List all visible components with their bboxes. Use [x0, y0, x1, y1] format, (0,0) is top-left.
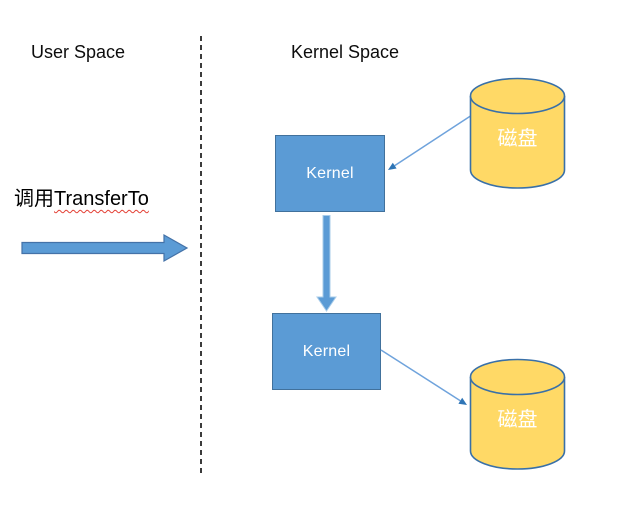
kernel-space-label: Kernel Space — [291, 42, 400, 62]
kernel-to-kernel-arrow-shape — [316, 215, 337, 312]
kernel-box-top: Kernel — [275, 135, 385, 212]
call-caption-prefix: 调用 — [14, 188, 54, 210]
disk-to-kernel-arrow-line — [394, 114, 473, 167]
kernel-box-top-label: Kernel — [306, 164, 354, 182]
kernel-to-kernel-arrow — [316, 215, 337, 312]
disk-cylinder-top-cap — [469, 77, 566, 115]
kernel-box-bottom: Kernel — [272, 313, 381, 390]
user-space-label: User Space — [31, 42, 126, 62]
disk-cylinder-bottom-label: 磁盘 — [498, 408, 538, 431]
call-caption-term: TransferTo — [54, 188, 149, 210]
disk-cylinder-top-label: 磁盘 — [498, 127, 538, 150]
disk-cylinder-bottom-body — [469, 377, 566, 470]
call-caption: 调用TransferTo — [14, 182, 149, 211]
kernel-to-disk-arrow-head — [458, 397, 467, 405]
kernel-box-bottom-label: Kernel — [302, 342, 351, 360]
disk-cylinder-top: 磁盘 — [469, 77, 566, 189]
disk-cylinder-bottom-cap — [469, 358, 566, 396]
disk-to-kernel-arrow-head — [388, 162, 397, 170]
disk-cylinder-top-body — [469, 96, 566, 189]
kernel-to-disk-arrow-line — [380, 349, 461, 402]
syscall-arrow-shape — [21, 233, 189, 263]
disk-cylinder-bottom: 磁盘 — [469, 358, 566, 470]
kernel-to-disk-arrow — [380, 349, 467, 405]
user-kernel-divider-line — [200, 36, 202, 476]
syscall-arrow — [21, 233, 189, 263]
disk-to-kernel-arrow — [388, 114, 473, 170]
